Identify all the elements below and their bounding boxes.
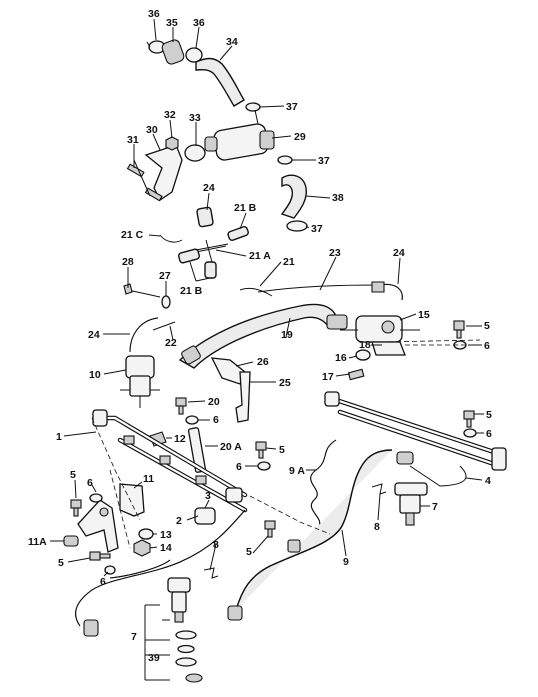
callout-7-bottom: 7 xyxy=(131,631,137,643)
callout-17: 17 xyxy=(322,371,334,383)
callout-6d: 6 xyxy=(236,461,242,473)
callout-24b: 24 xyxy=(393,247,405,259)
callout-35: 35 xyxy=(166,17,178,29)
callout-20a: 20 A xyxy=(220,441,242,453)
callout-5d: 5 xyxy=(70,469,76,481)
callout-5a: 5 xyxy=(484,320,490,332)
callout-29: 29 xyxy=(294,131,306,143)
fuel-pump-assembly xyxy=(126,39,308,232)
flexible-hoses-9 xyxy=(227,439,414,621)
callout-24a: 24 xyxy=(203,182,215,194)
callout-11: 11 xyxy=(143,473,154,485)
callout-24c: 24 xyxy=(88,329,100,341)
callout-9: 9 xyxy=(343,556,349,568)
callout-5e: 5 xyxy=(58,557,64,569)
callout-22: 22 xyxy=(165,337,177,349)
callout-6b: 6 xyxy=(213,414,219,426)
callout-7-top: 7 xyxy=(432,501,438,513)
callout-25: 25 xyxy=(279,377,291,389)
callout-4: 4 xyxy=(485,475,491,487)
callout-11a: 11A xyxy=(28,536,47,548)
callout-26: 26 xyxy=(257,356,269,368)
callout-5b: 5 xyxy=(486,409,492,421)
callout-6e: 6 xyxy=(87,477,93,489)
callout-21c: 21 C xyxy=(121,229,144,241)
injectors xyxy=(144,482,428,683)
leader-lines xyxy=(50,18,484,577)
callout-1: 1 xyxy=(56,431,62,443)
callout-labels: 36 35 36 34 37 32 33 30 31 29 37 38 24 2… xyxy=(28,8,492,664)
callout-37c: 37 xyxy=(311,223,323,235)
callout-23: 23 xyxy=(329,247,341,259)
callout-30: 30 xyxy=(146,124,158,136)
callout-16: 16 xyxy=(335,352,347,364)
hose-cross-fittings xyxy=(159,206,249,279)
callout-21b-top: 21 B xyxy=(234,202,257,214)
pressure-hoses xyxy=(123,281,481,381)
callout-6c: 6 xyxy=(486,428,492,440)
callout-21b-bottom: 21 B xyxy=(180,285,203,297)
callout-10: 10 xyxy=(89,369,101,381)
callout-6f: 6 xyxy=(100,576,106,588)
callout-27: 27 xyxy=(159,270,171,282)
callout-37b: 37 xyxy=(318,155,330,167)
callout-6a: 6 xyxy=(484,340,490,352)
callout-9a: 9 A xyxy=(289,465,305,477)
callout-28: 28 xyxy=(122,256,134,268)
callout-39: 39 xyxy=(148,652,160,664)
callout-15: 15 xyxy=(418,309,430,321)
fuel-damper-and-brackets xyxy=(120,355,251,473)
callout-38: 38 xyxy=(332,192,344,204)
callout-18: 18 xyxy=(359,339,371,351)
callout-21: 21 xyxy=(283,256,295,268)
lower-left-fittings xyxy=(63,417,331,637)
callout-34: 34 xyxy=(226,36,238,48)
callout-32: 32 xyxy=(164,109,176,121)
callout-8-bottom: 8 xyxy=(213,539,219,551)
callout-5c: 5 xyxy=(279,444,285,456)
callout-36b: 36 xyxy=(193,17,205,29)
callout-19: 19 xyxy=(281,329,293,341)
callout-37a: 37 xyxy=(286,101,298,113)
callout-14: 14 xyxy=(160,542,172,554)
callout-21a: 21 A xyxy=(249,250,271,262)
fuel-rails xyxy=(92,391,507,513)
callout-2: 2 xyxy=(176,515,182,527)
callout-3: 3 xyxy=(205,490,211,502)
callout-36a: 36 xyxy=(148,8,160,20)
callout-20: 20 xyxy=(208,396,220,408)
callout-5f: 5 xyxy=(246,546,252,558)
callout-8-top: 8 xyxy=(374,521,380,533)
callout-33: 33 xyxy=(189,112,201,124)
callout-13: 13 xyxy=(160,529,172,541)
callout-12: 12 xyxy=(174,433,186,445)
callout-31: 31 xyxy=(127,134,139,146)
